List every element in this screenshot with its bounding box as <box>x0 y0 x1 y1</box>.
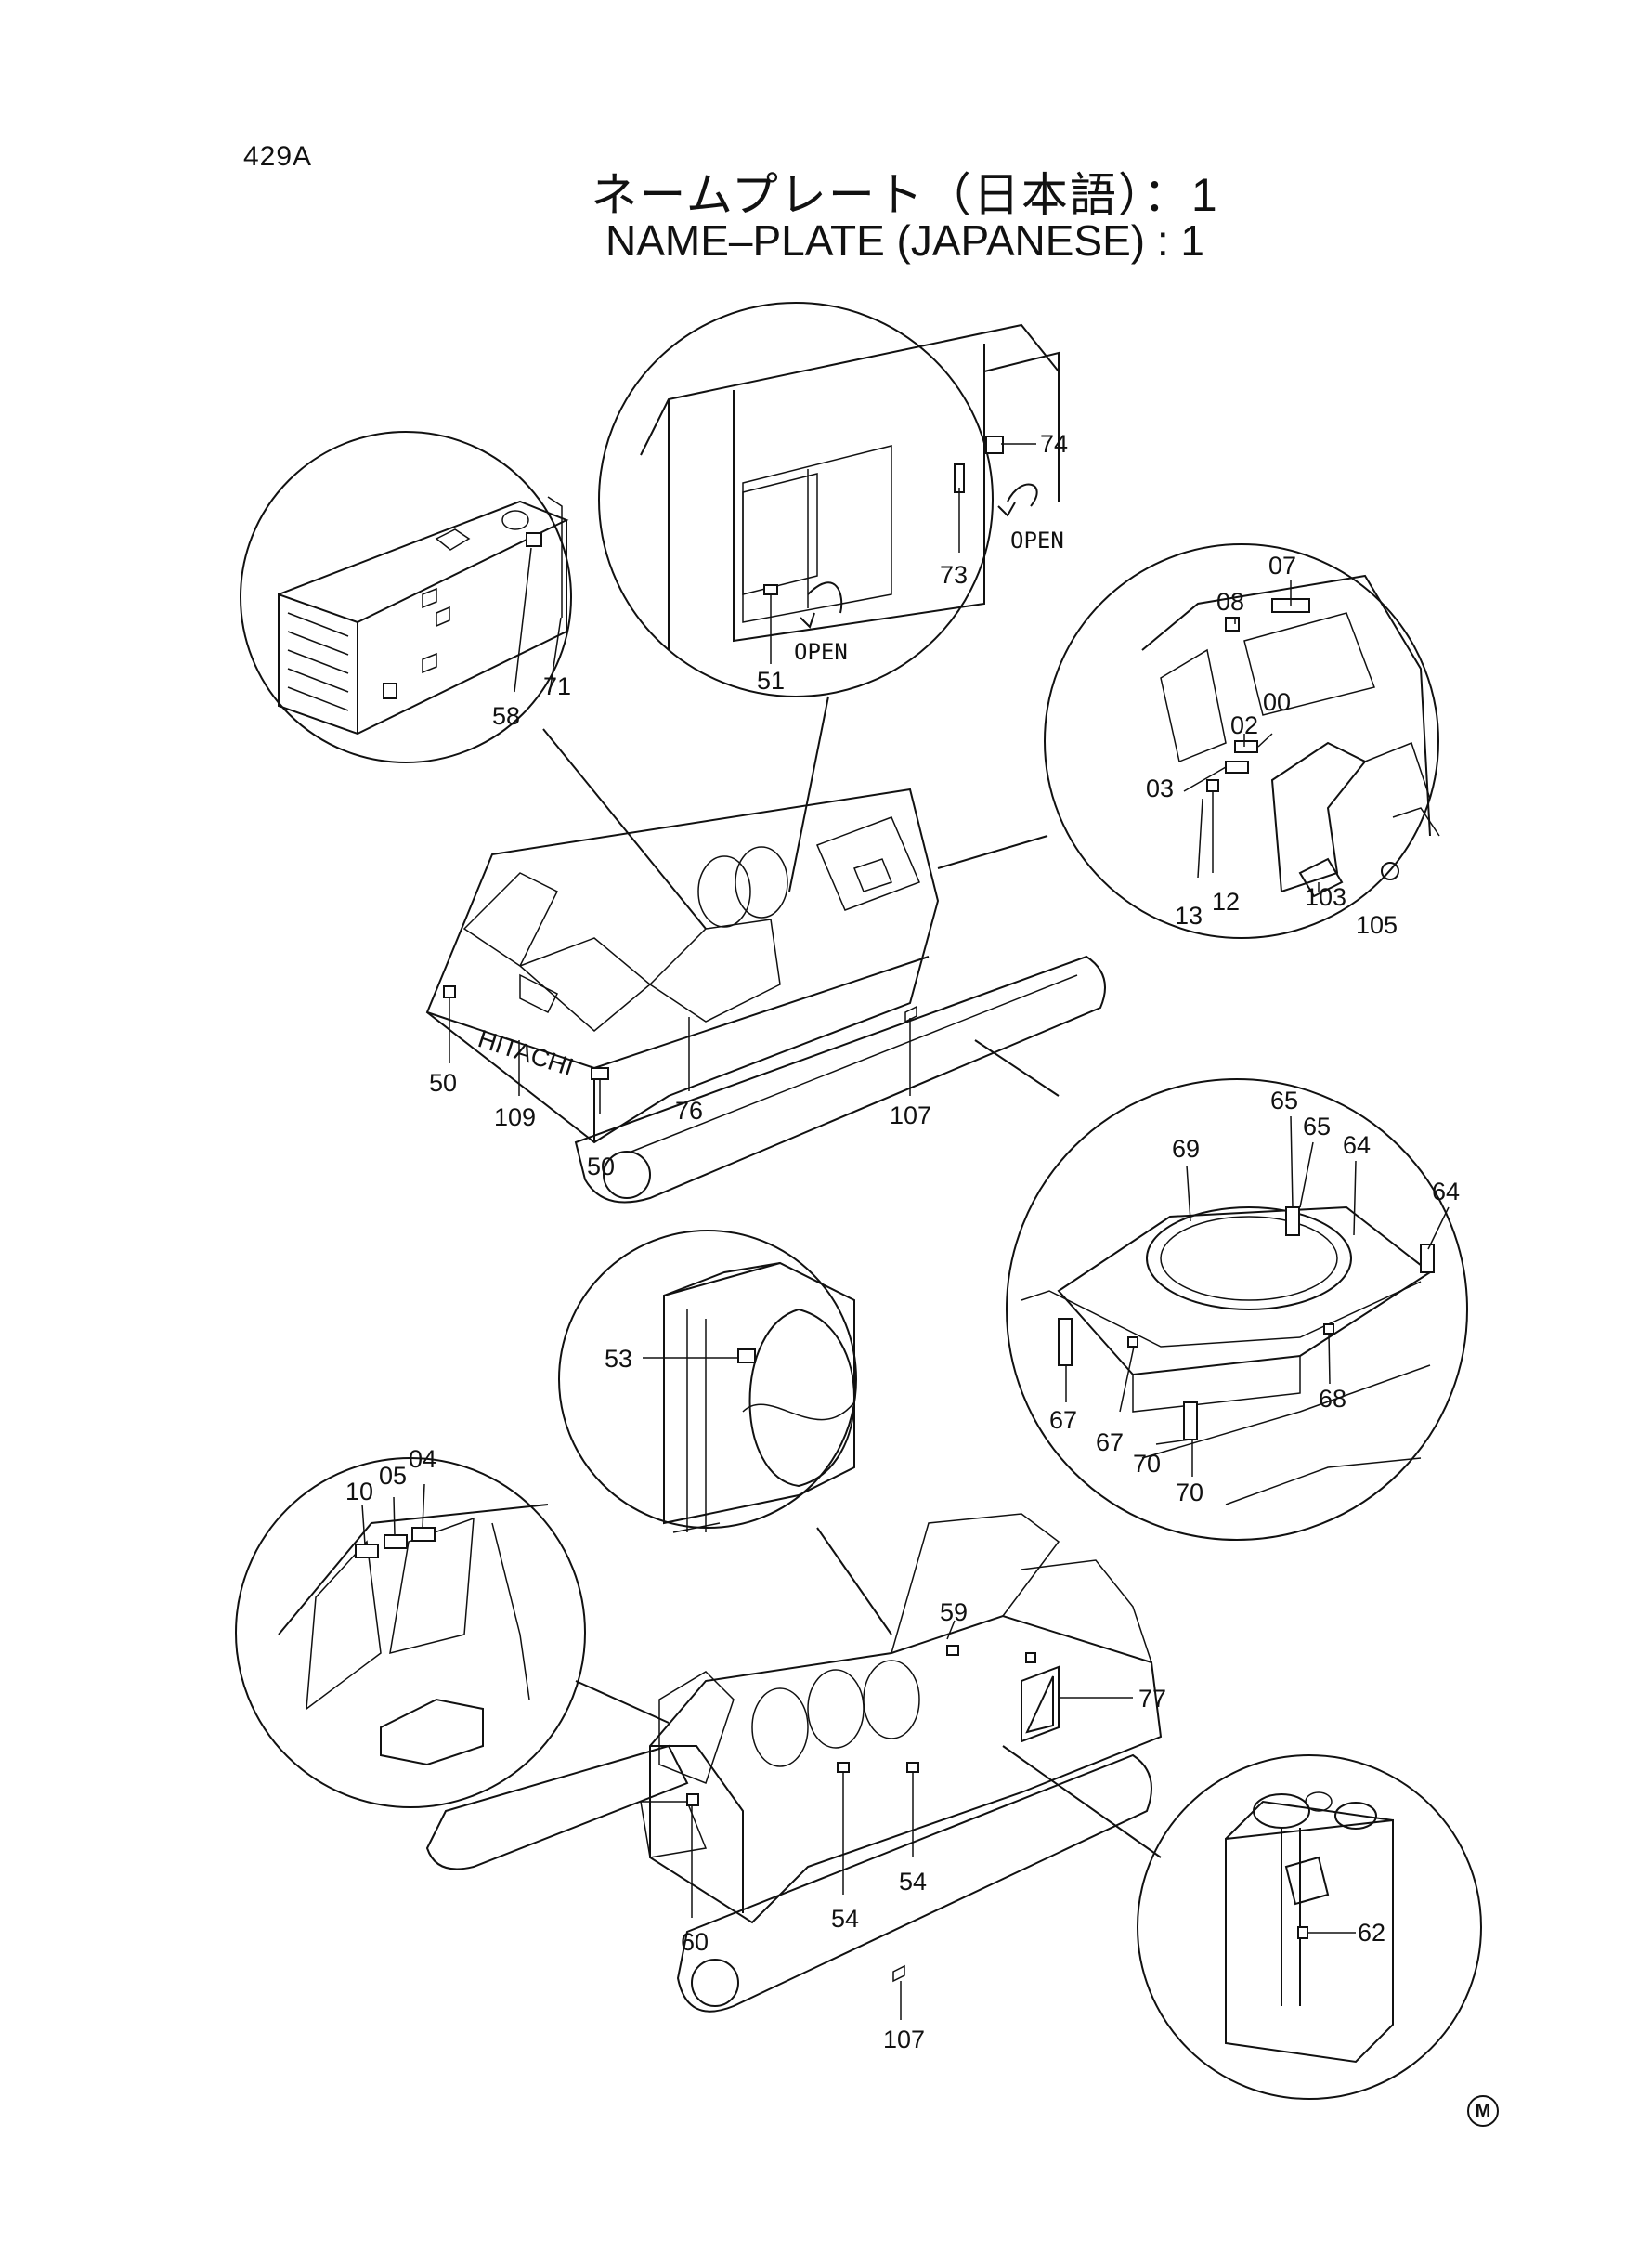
callout-53: 53 <box>605 1345 632 1373</box>
detail-circle-turntable: 65 65 69 64 64 67 67 68 70 70 <box>1006 1078 1468 1541</box>
callout-03: 03 <box>1146 775 1174 802</box>
callout-107-top: 107 <box>890 1101 931 1129</box>
crane-top-view: HITACHI 50 109 50 76 107 <box>425 788 1106 1204</box>
title-english: NAME–PLATE (JAPANESE) : 1 <box>605 216 1205 265</box>
callout-54-right: 54 <box>899 1868 927 1896</box>
callout-58: 58 <box>492 702 520 730</box>
callout-60: 60 <box>681 1928 709 1956</box>
callout-02: 02 <box>1230 711 1258 739</box>
callout-00: 00 <box>1263 688 1291 716</box>
page-number: 429A <box>243 141 313 172</box>
callout-62: 62 <box>1358 1919 1385 1947</box>
callout-13: 13 <box>1175 902 1203 930</box>
callout-51: 51 <box>757 667 785 695</box>
callout-64-left: 64 <box>1343 1131 1371 1159</box>
detail-circle-upper-housing: 74 OPEN 73 OPEN 51 <box>598 302 1068 697</box>
callout-64-right: 64 <box>1432 1178 1460 1205</box>
callout-69: 69 <box>1172 1135 1200 1163</box>
callout-70-left: 70 <box>1133 1450 1161 1478</box>
callout-65-top: 65 <box>1270 1087 1298 1114</box>
callout-76: 76 <box>675 1097 703 1125</box>
callout-74: 74 <box>1040 430 1068 458</box>
callout-67-right: 67 <box>1096 1428 1124 1456</box>
callout-65-mid: 65 <box>1303 1113 1331 1140</box>
detail-circle-hydraulic-tank: 62 <box>1137 1754 1482 2100</box>
callout-105: 105 <box>1356 911 1398 939</box>
open-label-left: OPEN <box>794 639 848 665</box>
callout-08: 08 <box>1216 588 1244 616</box>
callout-70-right: 70 <box>1176 1479 1203 1506</box>
callout-73: 73 <box>940 561 968 589</box>
callout-71: 71 <box>543 672 571 700</box>
open-label-right: OPEN <box>1010 528 1064 554</box>
callout-50-left: 50 <box>429 1069 457 1097</box>
brand-text-hitachi: HITACHI <box>475 1024 577 1081</box>
callout-77: 77 <box>1138 1685 1166 1713</box>
callout-109: 109 <box>494 1103 536 1131</box>
detail-circle-cab-interior: 07 08 02 00 03 12 13 103 105 <box>1044 543 1440 939</box>
corner-m-mark: M <box>1467 2095 1499 2127</box>
detail-circle-engine-cover: 58 71 <box>240 431 572 763</box>
callout-67-left: 67 <box>1049 1406 1077 1434</box>
crane-bottom-view: 59 77 60 54 54 107 <box>425 1513 1166 2053</box>
title-japanese: ネームプレート（日本語）：1 <box>591 169 1219 221</box>
callout-04: 04 <box>409 1445 436 1473</box>
callout-107-bottom: 107 <box>883 2026 925 2053</box>
callout-54-left: 54 <box>831 1905 859 1933</box>
callout-12: 12 <box>1212 888 1240 916</box>
callout-07: 07 <box>1268 552 1296 580</box>
callout-50-front: 50 <box>587 1153 615 1180</box>
detail-circle-radiator: 53 <box>558 1230 857 1533</box>
callout-59: 59 <box>940 1598 968 1626</box>
callout-68: 68 <box>1319 1385 1346 1413</box>
callout-10: 10 <box>345 1478 373 1505</box>
detail-circle-cab-window: 10 05 04 <box>235 1445 586 1808</box>
callout-05: 05 <box>379 1462 407 1490</box>
callout-103: 103 <box>1305 883 1346 911</box>
